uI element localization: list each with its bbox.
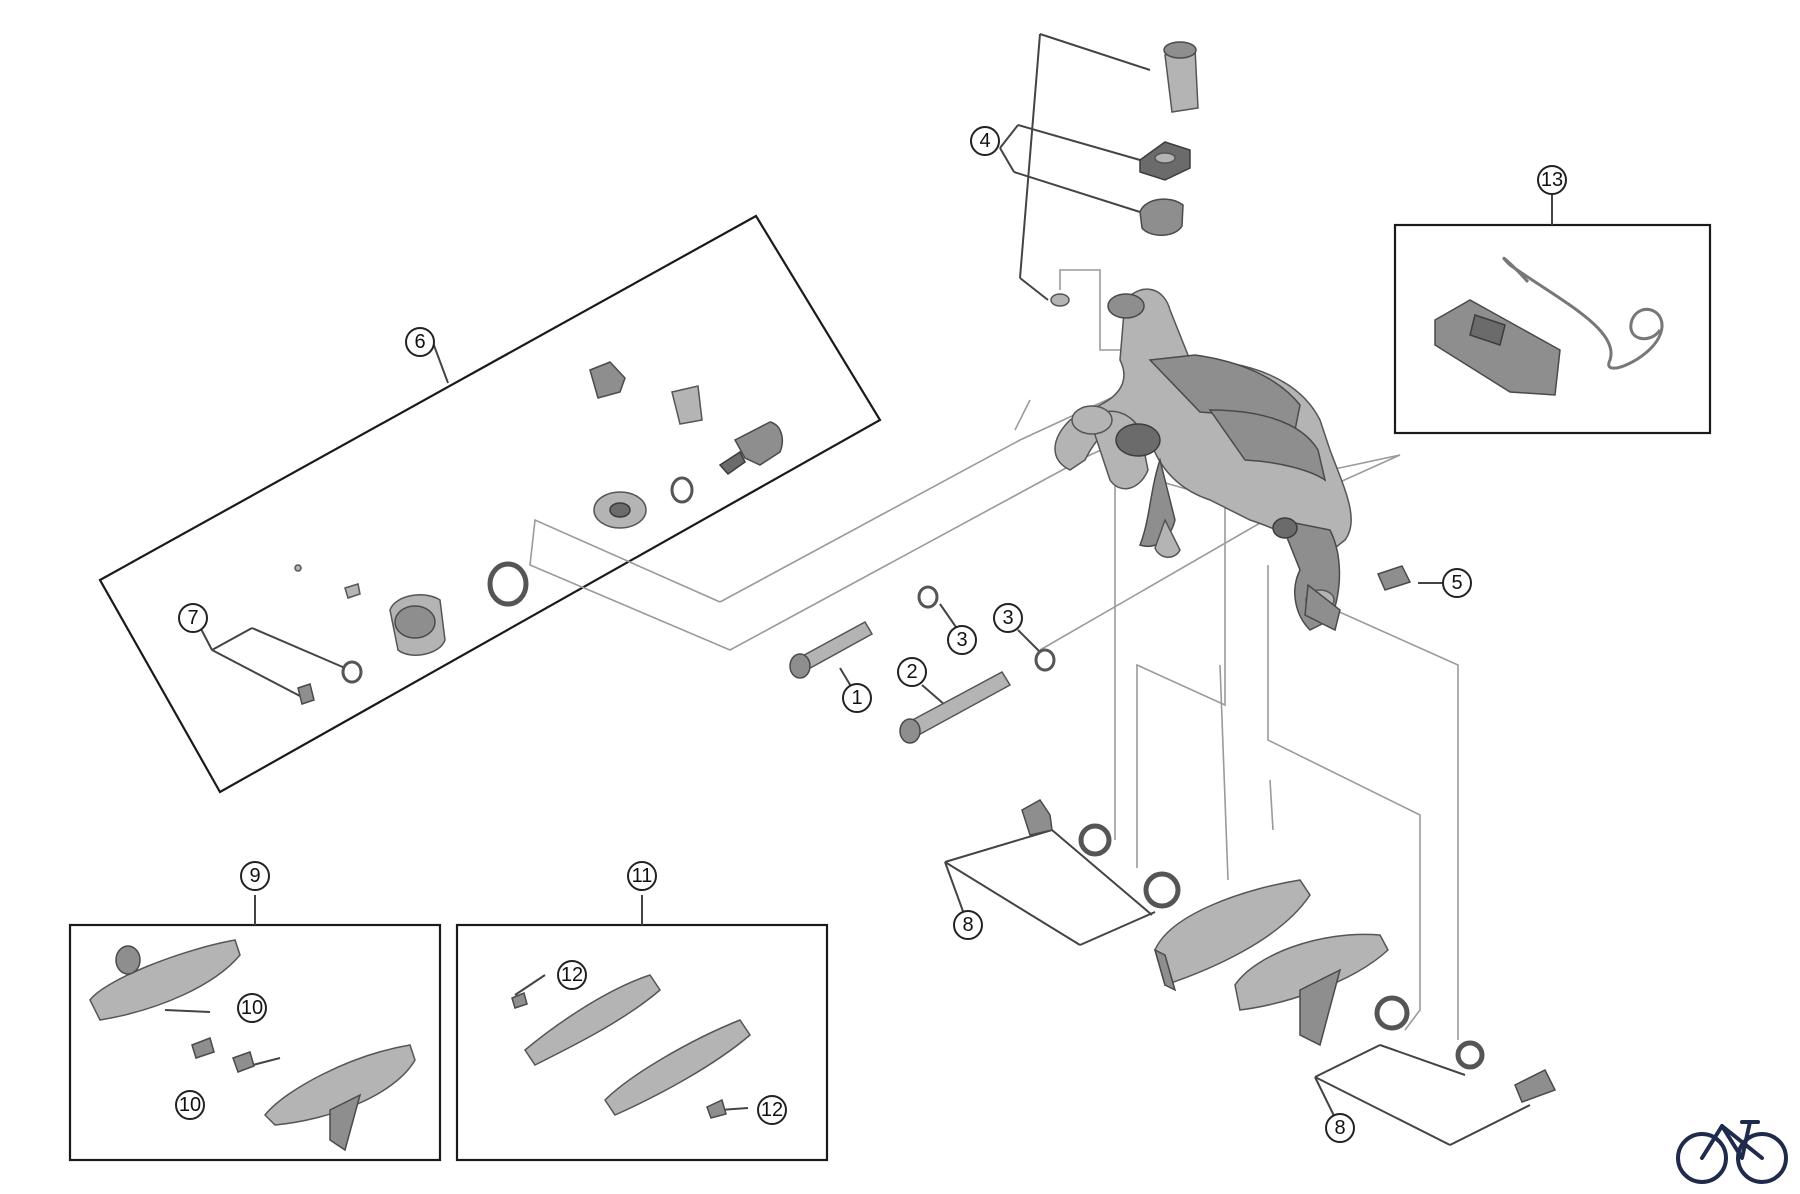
callout-10b: 10 [175,1090,205,1120]
callout-10a: 10 [237,993,267,1023]
callout-11: 11 [627,861,657,891]
callout-3a: 3 [947,625,977,655]
callout-9: 9 [240,861,270,891]
callout-13: 13 [1537,165,1567,195]
callout-6: 6 [405,327,435,357]
svg-text:9: 9 [249,865,260,887]
caliper-main-arm [1054,288,1352,632]
callout-7: 7 [178,603,208,633]
part-5-mounting-nut [1050,41,1199,307]
part-3-washer-b [1034,648,1056,672]
svg-text:12: 12 [561,964,583,986]
bicycle-icon [1676,1120,1788,1184]
callout-3b: 3 [993,603,1023,633]
part-11-pad-inserts [511,974,751,1119]
svg-text:7: 7 [187,607,198,629]
svg-text:1: 1 [851,687,862,709]
callout-12a: 12 [557,960,587,990]
part-8-shoe-hardware [1021,799,1557,1103]
callout-8a: 8 [953,910,983,940]
svg-text:2: 2 [906,661,917,683]
svg-text:10: 10 [179,1094,201,1116]
svg-text:10: 10 [241,997,263,1019]
part-4-screw [1376,565,1412,591]
part-1-bolt [789,620,874,679]
callout-12b: 12 [757,1095,787,1125]
svg-text:3: 3 [1002,607,1013,629]
svg-text:8: 8 [962,914,973,936]
part-6-adjuster-parts [294,361,783,705]
part-2-bolt [899,671,1012,744]
svg-text:6: 6 [414,331,425,353]
callout-8b: 8 [1325,1113,1355,1143]
svg-text:11: 11 [632,865,653,887]
svg-text:13: 13 [1541,169,1563,191]
box-6-adjuster-group [98,214,882,794]
svg-text:12: 12 [761,1099,783,1121]
part-3-washer-a [917,585,939,609]
part-13-spring-and-plate [1434,256,1664,396]
callout-4: 5 [1442,568,1472,598]
part-9-brake-shoes [89,939,416,1152]
svg-text:8: 8 [1334,1117,1345,1139]
svg-text:5: 5 [1451,572,1462,594]
callout-2: 2 [897,657,927,687]
svg-text:4: 4 [979,130,990,152]
svg-text:3: 3 [956,629,967,651]
callout-5: 4 [970,126,1000,156]
callout-1: 1 [842,683,872,713]
